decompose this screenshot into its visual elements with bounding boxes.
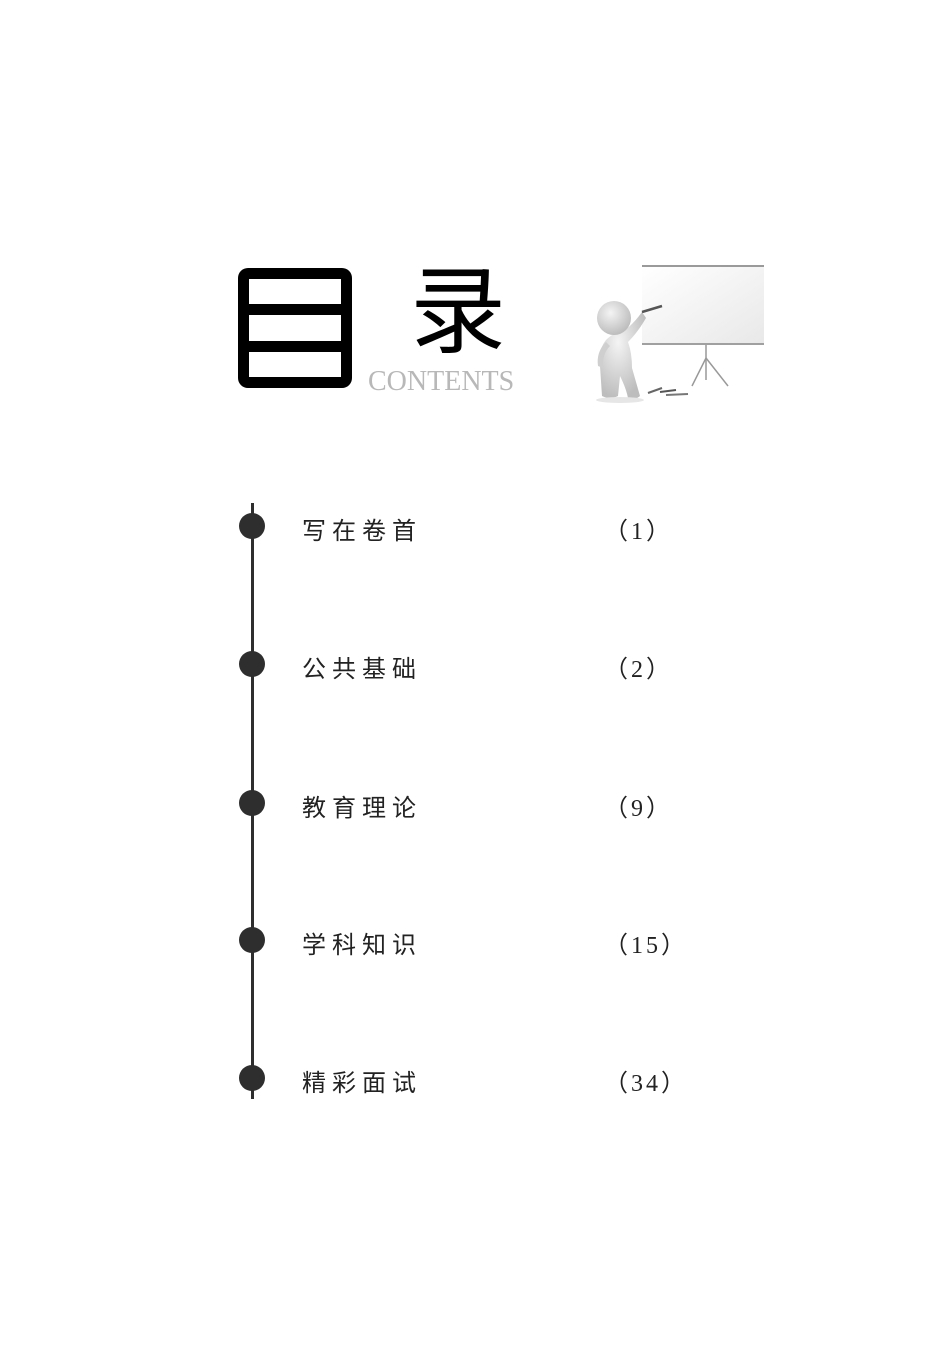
toc-item-page: （9） <box>604 796 673 822</box>
page-subtitle: CONTENTS <box>368 366 515 397</box>
toc-item-label[interactable]: 精彩面试 <box>302 1069 422 1097</box>
toc-item-page: （34） <box>604 1071 688 1097</box>
toc-item-label[interactable]: 写在卷首 <box>302 517 422 545</box>
toc-item-label[interactable]: 公共基础 <box>302 655 422 683</box>
toc-item[interactable]: 写在卷首 （1） <box>0 506 950 546</box>
bullet-dot-icon <box>239 1065 265 1091</box>
bullet-dot-icon <box>239 927 265 953</box>
toc-item-page: （2） <box>604 657 673 683</box>
toc-item-page: （15） <box>604 933 688 959</box>
toc-item-label[interactable]: 教育理论 <box>302 794 422 822</box>
toc-item-label[interactable]: 学科知识 <box>302 931 422 959</box>
toc-item[interactable]: 学科知识 （15） <box>0 920 950 960</box>
presenter-whiteboard-icon <box>576 258 776 408</box>
toc-item[interactable]: 公共基础 （2） <box>0 644 950 684</box>
title-char-mu <box>238 268 352 388</box>
toc-item[interactable]: 精彩面试 （34） <box>0 1058 950 1098</box>
title-mu-frame <box>238 268 352 388</box>
title-char-lu: 录 <box>410 256 506 368</box>
title-mu-bar-1 <box>238 304 352 315</box>
title-mu-bar-2 <box>238 341 352 352</box>
bullet-dot-icon <box>239 651 265 677</box>
toc-item-page: （1） <box>604 519 673 545</box>
bullet-dot-icon <box>239 790 265 816</box>
bullet-dot-icon <box>239 513 265 539</box>
toc-item[interactable]: 教育理论 （9） <box>0 783 950 823</box>
